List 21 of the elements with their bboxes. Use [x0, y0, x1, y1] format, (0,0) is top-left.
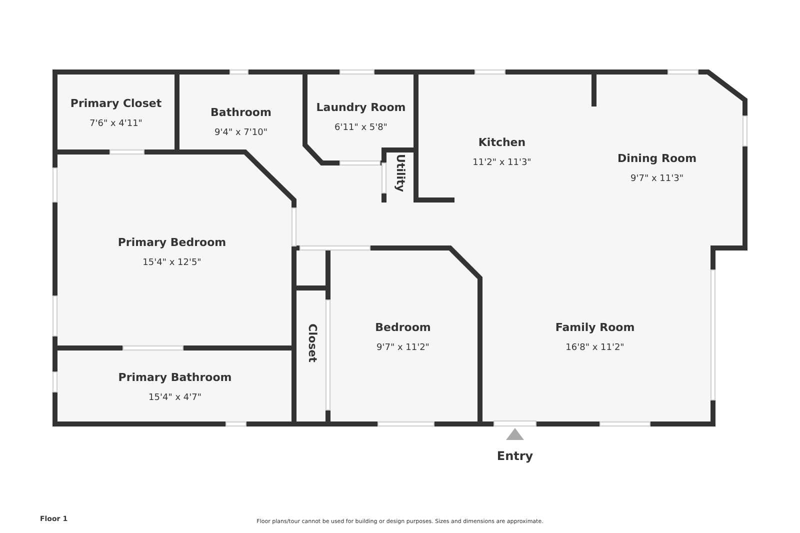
room-name: Closet	[305, 324, 319, 362]
room-name: Utility	[393, 154, 407, 192]
room-dimensions: 9'7" x 11'2"	[376, 342, 430, 354]
room-dimensions: 9'4" x 7'10"	[214, 127, 268, 139]
room-name: Bathroom	[210, 106, 272, 120]
room-name: Bedroom	[375, 321, 431, 335]
room-name: Primary Closet	[70, 97, 162, 111]
room-dimensions: 11'2" x 11'3"	[472, 157, 532, 169]
room-name: Kitchen	[478, 136, 526, 150]
room-dimensions: 16'8" x 11'2"	[566, 342, 624, 354]
room-dimensions: 15'4" x 12'5"	[142, 257, 202, 269]
room-name: Dining Room	[617, 152, 697, 166]
room-name: Family Room	[555, 321, 635, 335]
room-name: Primary Bathroom	[118, 371, 232, 385]
room-dimensions: 9'7" x 11'3"	[630, 173, 684, 185]
room-dimensions: 6'11" x 5'8"	[334, 122, 388, 134]
room-dimensions: 7'6" x 4'11"	[90, 118, 142, 130]
room-dimensions: 15'4" x 4'7"	[148, 392, 202, 404]
room-name: Laundry Room	[316, 101, 406, 115]
entry-label: Entry	[496, 449, 534, 463]
room-name: Primary Bedroom	[118, 236, 226, 250]
